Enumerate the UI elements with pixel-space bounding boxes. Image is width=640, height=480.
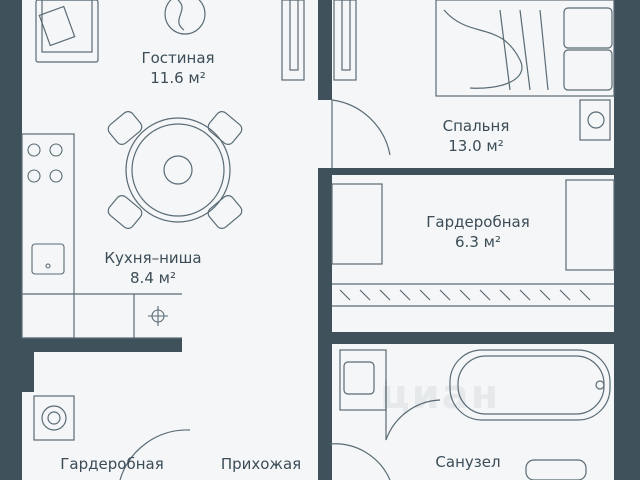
room-area: 6.3 м² — [455, 233, 501, 251]
door-bedroom[interactable] — [331, 99, 391, 168]
lamp-icon — [164, 0, 206, 35]
wall-bedroom-left — [318, 168, 332, 338]
wall-living-bedroom-upper — [318, 0, 332, 100]
room-name: Гостиная — [141, 49, 215, 67]
washing-machine-icon — [33, 395, 75, 441]
kitchen-counter-icon — [21, 133, 182, 339]
bathtub-icon — [449, 349, 611, 421]
ceiling-light-icon — [148, 306, 168, 326]
room-name: Гардеробная — [60, 455, 164, 473]
room-label-kitchen: Кухня–ниша 8.4 м² — [78, 248, 228, 288]
dining-table-icon — [107, 111, 243, 229]
wall-entry-left — [0, 352, 22, 392]
room-name: Санузел — [435, 453, 501, 471]
outer-wall-right — [614, 0, 640, 480]
room-label-bedroom: Спальня 13.0 м² — [418, 116, 534, 156]
wall-wardrobe2 — [22, 352, 34, 392]
room-area: 8.4 м² — [130, 269, 176, 287]
room-name: Гардеробная — [426, 213, 530, 231]
room-label-hallway: Прихожая — [196, 454, 326, 474]
toilet-icon — [525, 459, 587, 480]
outer-wall-left — [0, 0, 22, 480]
tv-stand-icon — [281, 0, 357, 81]
door-hallway-right[interactable] — [329, 443, 391, 480]
room-label-bathroom: Санузел — [410, 452, 526, 472]
room-label-living: Гостиная 11.6 м² — [128, 48, 228, 88]
room-area: 13.0 м² — [448, 137, 504, 155]
wall-kitchen-bottom — [0, 338, 182, 352]
sink-icon — [31, 243, 65, 275]
door-bathroom[interactable] — [385, 380, 441, 441]
stove-icon — [27, 143, 63, 183]
room-area: 11.6 м² — [150, 69, 206, 87]
room-name: Прихожая — [220, 455, 302, 473]
watermark: циан — [380, 372, 501, 418]
wall-bedroom-bottom — [332, 168, 614, 175]
nightstand-icon — [579, 99, 611, 141]
wall-wardrobe-bottom — [318, 332, 614, 344]
wall-bath-left — [318, 344, 332, 480]
room-name: Кухня–ниша — [104, 249, 202, 267]
room-label-wardrobe: Гардеробная 6.3 м² — [400, 212, 556, 252]
door-hallway[interactable] — [119, 429, 191, 480]
room-label-wardrobe2: Гардеробная — [34, 454, 190, 474]
bed-icon — [435, 0, 615, 97]
wardrobe-shelves-icon — [331, 179, 615, 307]
room-name: Спальня — [442, 117, 510, 135]
washbasin-icon — [339, 349, 387, 411]
sofa-icon — [35, 0, 99, 63]
